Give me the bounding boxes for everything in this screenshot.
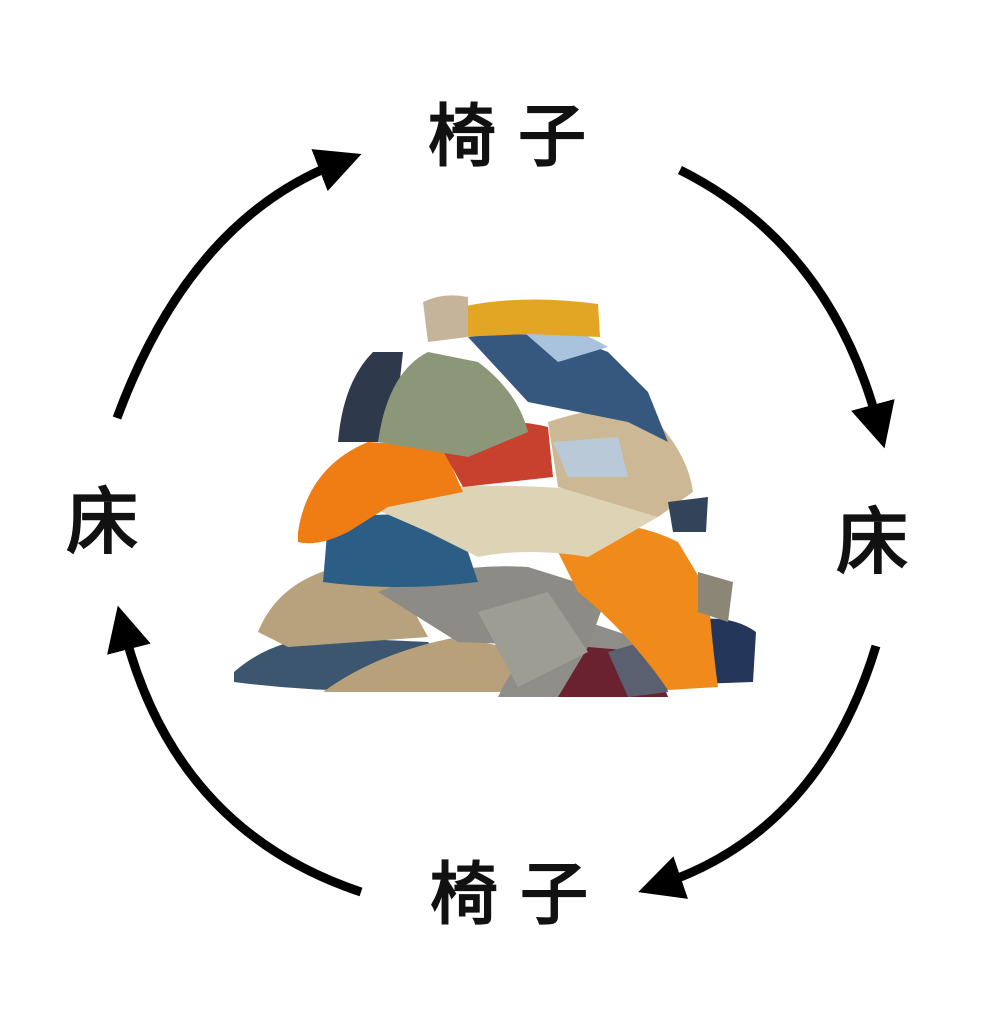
node-chair-bottom: 椅子 [430, 856, 611, 935]
arrow-bottom-to-left [107, 605, 363, 897]
arrow-top-to-right [677, 165, 895, 449]
arrow-left-to-top [112, 149, 362, 420]
node-floor-right: 床 [836, 500, 909, 584]
clothes-pile-image [234, 295, 756, 697]
arrow-right-to-bottom [638, 644, 881, 899]
node-floor-left: 床 [66, 480, 139, 564]
node-chair-top: 椅子 [428, 98, 609, 177]
